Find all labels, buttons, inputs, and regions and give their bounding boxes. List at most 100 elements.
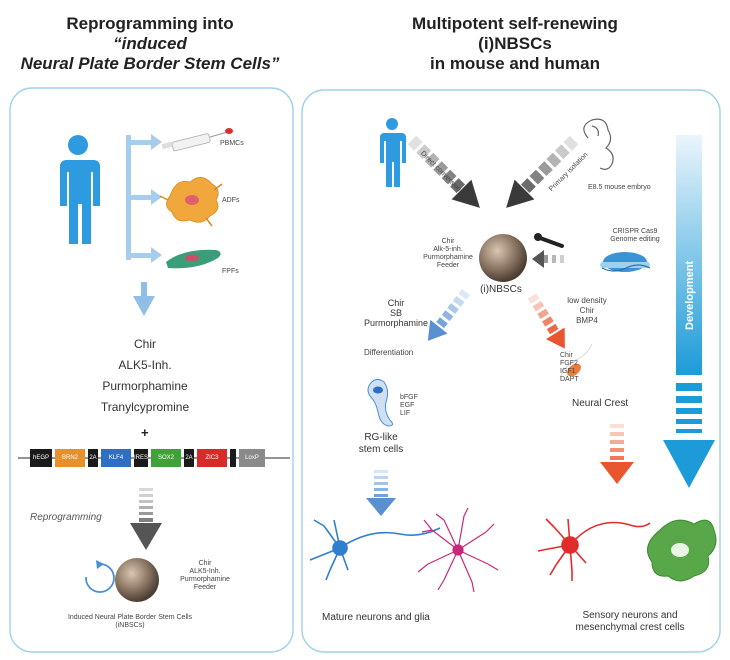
nc-to-sensory-arrow (600, 424, 634, 484)
construct-segment: 2A (88, 449, 98, 467)
inbsc-caption-line1: Induced Neural Plate Border Stem Cells (67, 614, 193, 621)
nc-factor-dapt: DAPT (560, 376, 579, 383)
construct-segment: hEGP (30, 449, 52, 467)
rg-stem-cell-icon (367, 378, 394, 427)
human-figure-small-icon (380, 118, 406, 187)
crispr-label: CRISPR Cas9 Genome editing (590, 228, 680, 244)
nbsc-sphere (479, 234, 527, 282)
nc-factor-chir: Chir (560, 352, 573, 359)
right-cond-feeder: Feeder (436, 262, 460, 269)
right-title-line2: (i)NBSCs (478, 34, 552, 53)
factor-tranylcypromine: Tranylcypromine (100, 400, 190, 414)
reprogramming-arrow (130, 488, 162, 550)
left-panel-frame (9, 87, 294, 653)
branch-chir-2: Chir (579, 306, 595, 315)
sensory-neuron-icon (537, 518, 651, 581)
rg-factor-bfgf: bFGF (400, 394, 418, 401)
primary-isolation-arrow (506, 135, 579, 208)
sensory-line1: Sensory neurons and (582, 610, 678, 621)
left-branch-factors: Chir SB Purmorphamine (356, 298, 436, 328)
right-panel-title: Multipotent self-renewing (i)NBSCs in mo… (320, 14, 710, 74)
factor-chir: Chir (133, 337, 156, 351)
inbsc-caption: Induced Neural Plate Border Stem Cells (… (20, 614, 240, 630)
wrench-icon (534, 233, 564, 248)
branch-purmorphamine: Purmorphamine (363, 318, 429, 328)
crispr-line2: Genome editing (610, 236, 660, 243)
adf-cell-icon (159, 177, 223, 227)
source-label-adfs: ADFs (222, 197, 240, 204)
construct-segment: BRN2 (55, 449, 85, 467)
development-arrow (663, 135, 715, 488)
right-culture-conditions: Chir Alk-5-inh. Purmorphamine Feeder (420, 238, 476, 270)
nc-factors: Chir FGF2 IGF1 DAPT (560, 352, 579, 384)
differentiation-arrow-rg (427, 288, 470, 341)
mature-neurons-label: Mature neurons and glia (322, 612, 430, 623)
right-cond-purmorphamine: Purmorphamine (423, 254, 473, 261)
construct-segment (230, 449, 236, 467)
crispr-arrow (532, 250, 564, 268)
left-cond-alk5: ALK5-Inh. (189, 568, 221, 575)
factor-alk5: ALK5-Inh. (118, 358, 172, 372)
inbsc-caption-line2: (iNBSCs) (115, 622, 145, 629)
mouse-embryo-label: E8.5 mouse embryo (588, 184, 651, 191)
construct-segment: KLF4 (101, 449, 131, 467)
rg-to-neurons-arrow (366, 470, 396, 516)
crispr-line1: CRISPR Cas9 (612, 228, 658, 235)
left-panel-title: Reprogramming into “induced Neural Plate… (0, 14, 300, 74)
sensory-neurons-label: Sensory neurons and mesenchymal crest ce… (540, 610, 720, 634)
left-cond-feeder: Feeder (193, 584, 217, 591)
left-culture-conditions: Chir ALK5-Inh. Purmorphamine Feeder (170, 560, 240, 592)
right-panel-frame (301, 89, 721, 653)
mature-neuron-icon (309, 519, 441, 581)
mesenchymal-cell-icon (647, 519, 717, 582)
right-cond-chir: Chir (441, 238, 455, 245)
left-cond-purmorphamine: Purmorphamine (180, 576, 230, 583)
plus-sign: + (141, 425, 149, 440)
rg-label: RG-like stem cells (346, 432, 416, 456)
construct-segment: LoxP (239, 449, 265, 467)
differentiation-arrow-nc (527, 293, 565, 349)
left-title-line3-text: Neural Plate Border Stem Cells” (20, 54, 280, 73)
inbsc-sphere (115, 558, 159, 602)
left-title-line2-text: “induced (113, 34, 187, 53)
construct-segment: IRES (134, 449, 148, 467)
right-branch-factors: low density Chir BMP4 (552, 296, 622, 326)
right-cond-alk5: Alk-5-inh. (433, 246, 463, 253)
nbsc-label: (i)NBSCs (480, 284, 522, 295)
nc-factor-fgf2: FGF2 (560, 360, 578, 367)
direct-conversion-arrow (407, 135, 480, 208)
factor-purmorphamine: Purmorphamine (102, 379, 188, 393)
differentiation-label: Differentiation (364, 348, 414, 357)
self-renewal-arrow-icon (85, 560, 115, 593)
left-title-line1: Reprogramming into (66, 14, 234, 33)
branch-chir: Chir (387, 298, 405, 308)
glia-cell-icon (417, 507, 499, 593)
construct-segment: SOX2 (151, 449, 181, 467)
fpf-cell-icon (166, 249, 221, 269)
human-figure-icon (60, 135, 100, 244)
neural-crest-cell-icon (559, 343, 593, 379)
branch-sb: SB (389, 308, 402, 318)
construct-segment: ZIC3 (197, 449, 227, 467)
left-title-line3: Neural Plate Border Stem Cells” (0, 54, 300, 74)
rg-factors: bFGF EGF LIF (400, 394, 418, 418)
sensory-line2: mesenchymal crest cells (575, 622, 685, 633)
left-title-line2: “induced (0, 34, 300, 54)
down-arrow-factors (133, 282, 155, 316)
development-label: Development (684, 260, 696, 330)
left-cond-chir: Chir (198, 560, 212, 567)
mouse-embryo-icon (583, 118, 614, 170)
rg-label-line1: RG-like (364, 432, 398, 443)
source-bracket-arrows (126, 134, 162, 263)
nc-factor-igf1: IGF1 (560, 368, 576, 375)
source-label-pbmcs: PBMCs (220, 140, 244, 147)
rg-factor-lif: LIF (400, 410, 411, 417)
right-title-line3: in mouse and human (429, 54, 601, 73)
syringe-icon (161, 128, 233, 152)
rg-label-line2: stem cells (358, 444, 404, 455)
right-title-line1: Multipotent self-renewing (412, 14, 618, 33)
source-label-fpfs: FPFs (222, 268, 239, 275)
reprogramming-factors: Chir ALK5-Inh. Purmorphamine Tranylcypro… (80, 334, 210, 418)
